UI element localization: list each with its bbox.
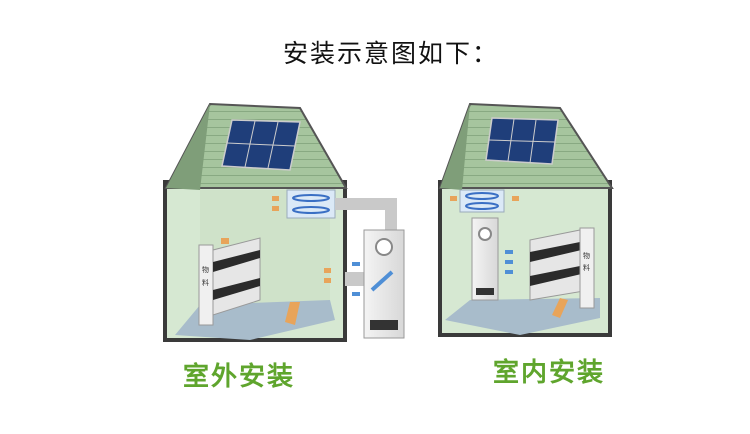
solar-panel [221, 119, 301, 171]
outdoor-dryer-unit [335, 198, 405, 339]
rack-label-1: 物 [583, 251, 590, 260]
rack-label-1: 物 [202, 265, 209, 274]
heat-arrows [221, 196, 331, 325]
heat-exchanger [459, 189, 505, 213]
outdoor-install-house: 物 料 [163, 102, 348, 342]
solar-panel [485, 117, 559, 165]
material-rack: 物 料 [529, 227, 595, 309]
indoor-install-label: 室内安装 [493, 358, 606, 388]
outdoor-install-label: 室外安装 [183, 362, 296, 392]
indoor-dryer-unit [471, 217, 513, 301]
diagram-title: 安装示意图如下： [283, 39, 500, 68]
material-rack: 物 料 [198, 237, 261, 326]
indoor-install-house: 物 料 [438, 102, 614, 337]
rack-label-2: 料 [583, 263, 590, 272]
rack-label-2: 料 [202, 278, 209, 287]
heat-exchanger [286, 189, 336, 219]
